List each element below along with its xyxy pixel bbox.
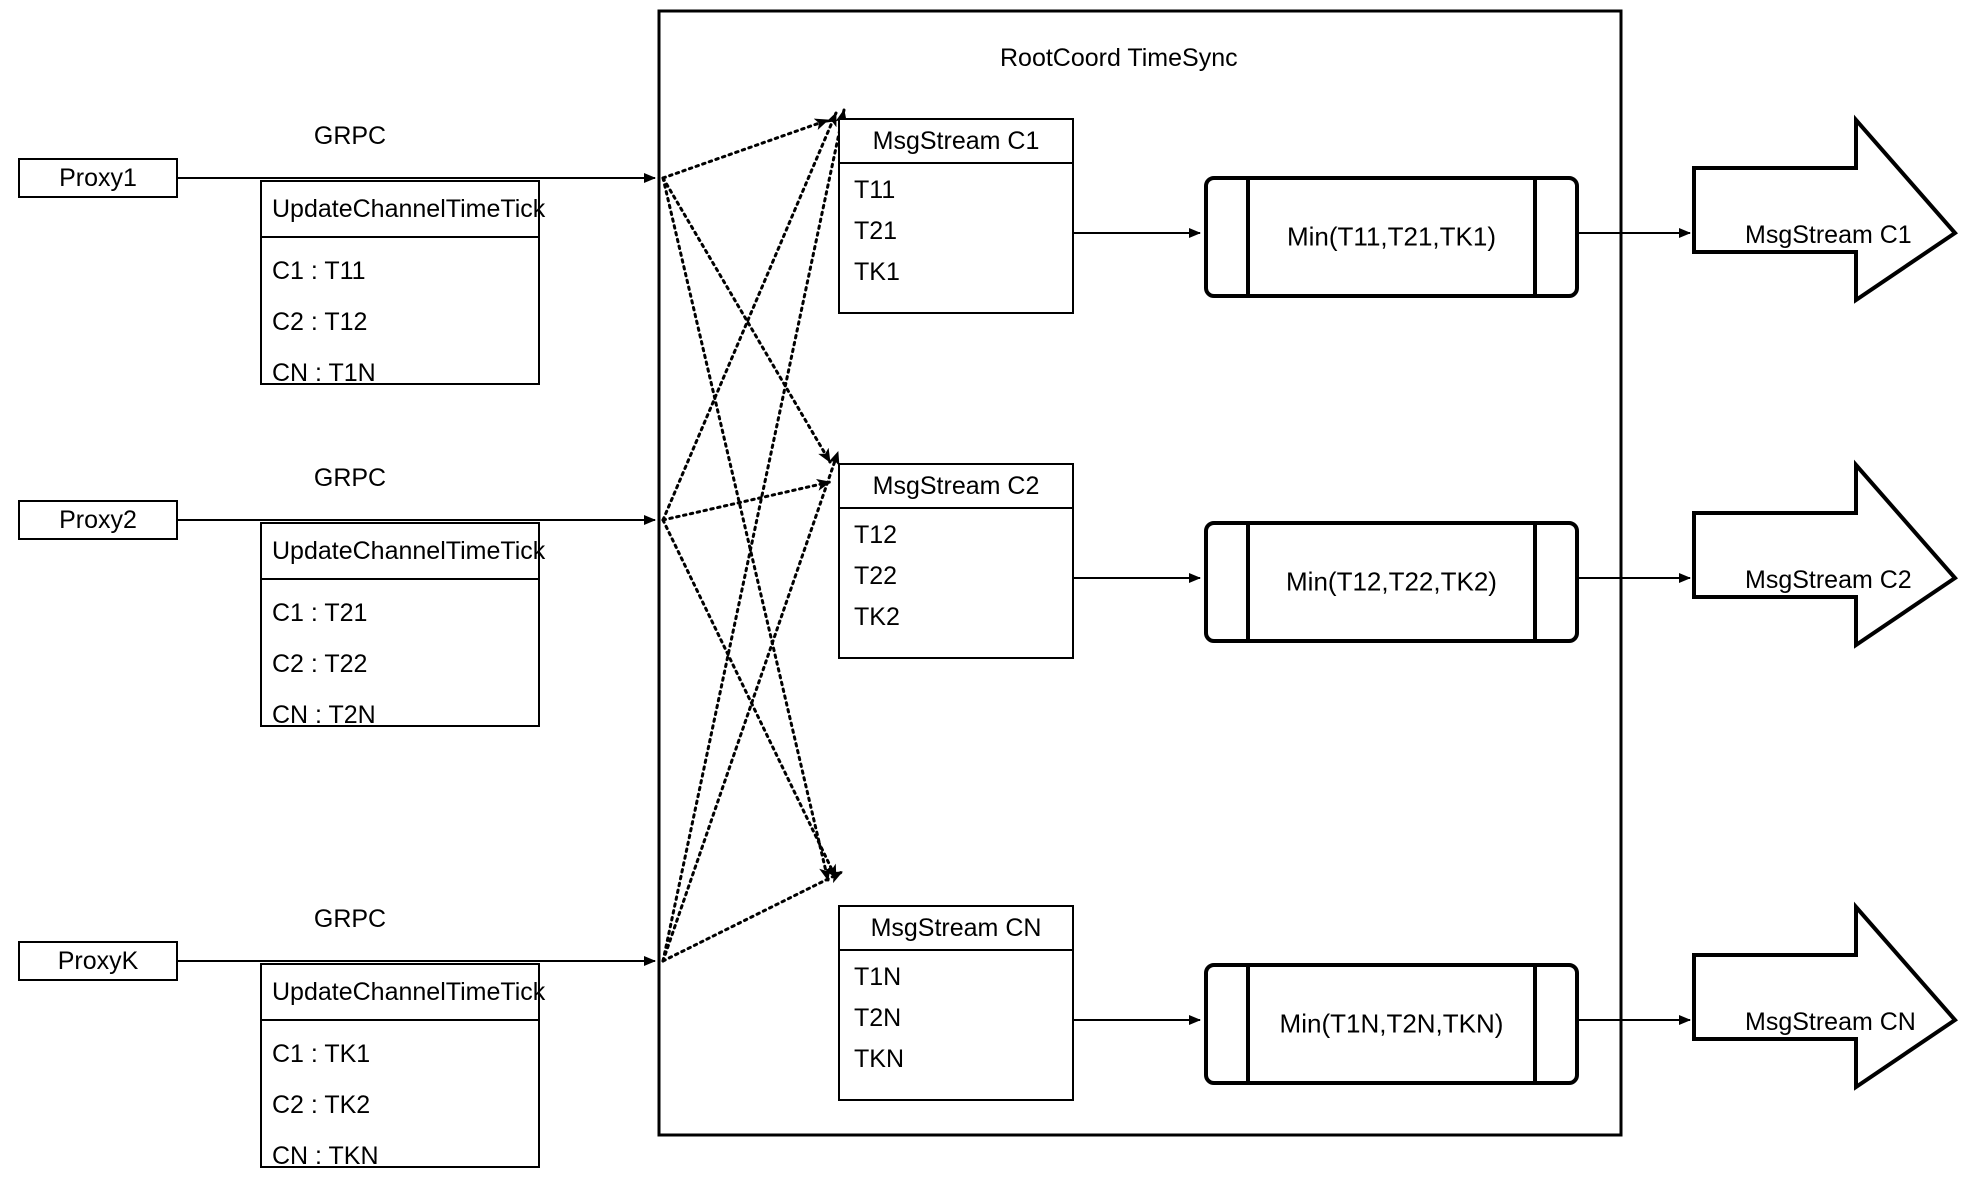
- process-left-bar: [1246, 180, 1250, 294]
- request-row: C1 : T11: [272, 257, 366, 285]
- msgstream-row: TKN: [854, 1045, 904, 1073]
- update-channel-timetick-table-1: UpdateChannelTimeTick C1 : T11 C2 : T12 …: [260, 180, 545, 387]
- process-right-bar: [1533, 967, 1537, 1081]
- request-rows-2: C1 : T21 C2 : T22 CN : T2N: [262, 580, 538, 741]
- request-rows-1: C1 : T11 C2 : T12 CN : T1N: [262, 238, 538, 399]
- dotted-p2-cn: [661, 518, 838, 880]
- dotted-pk-c2: [661, 450, 840, 963]
- grpc-link-label-2: GRPC: [313, 464, 387, 492]
- container-title: RootCoord TimeSync: [1000, 44, 1238, 72]
- msgstream-title-c1: MsgStream C1: [840, 120, 1072, 164]
- msgstream-row: TK2: [854, 603, 900, 631]
- output-block-arrow-c1: [1692, 114, 1958, 304]
- msgstream-rows-c1: T11 T21 TK1: [840, 164, 1072, 293]
- request-title-1: UpdateChannelTimeTick: [262, 182, 545, 238]
- process-right-bar: [1533, 180, 1537, 294]
- request-rows-3: C1 : TK1 C2 : TK2 CN : TKN: [262, 1021, 538, 1182]
- request-row: CN : T1N: [272, 359, 376, 387]
- min-process-c1: Min(T11,T21,TK1): [1204, 176, 1579, 298]
- msgstream-row: T12: [854, 521, 898, 549]
- request-row: CN : TKN: [272, 1142, 379, 1170]
- request-row: C2 : TK2: [272, 1091, 371, 1119]
- msgstream-rows-c2: T12 T22 TK2: [840, 509, 1072, 638]
- min-process-label-cn: Min(T1N,T2N,TKN): [1279, 1008, 1504, 1039]
- msgstream-row: TK1: [854, 258, 900, 286]
- request-title-2: UpdateChannelTimeTick: [262, 524, 545, 580]
- output-label-c2: MsgStream C2: [1745, 566, 1912, 594]
- min-process-cn: Min(T1N,T2N,TKN): [1204, 963, 1579, 1085]
- output-label-c1: MsgStream C1: [1745, 221, 1912, 249]
- min-process-c2: Min(T12,T22,TK2): [1204, 521, 1579, 643]
- proxy-node-k[interactable]: ProxyK: [18, 941, 178, 981]
- rootcoord-timesync-container: [657, 9, 1623, 1137]
- process-right-bar: [1533, 525, 1537, 639]
- request-row: C1 : T21: [272, 599, 368, 627]
- output-block-arrow-cn: [1692, 901, 1958, 1091]
- msgstream-row: T11: [854, 176, 896, 204]
- process-left-bar: [1246, 525, 1250, 639]
- dotted-p2-c1: [661, 111, 838, 522]
- msgstream-row: T21: [854, 217, 898, 245]
- request-row: CN : T2N: [272, 701, 376, 729]
- output-block-arrow-c2: [1692, 459, 1958, 649]
- update-channel-timetick-table-3: UpdateChannelTimeTick C1 : TK1 C2 : TK2 …: [260, 963, 545, 1170]
- proxy-node-1[interactable]: Proxy1: [18, 158, 178, 198]
- grpc-link-label-1: GRPC: [313, 122, 387, 150]
- msgstream-table-c2: MsgStream C2 T12 T22 TK2: [838, 463, 1074, 659]
- output-label-cn: MsgStream CN: [1745, 1008, 1916, 1036]
- process-left-bar: [1246, 967, 1250, 1081]
- msgstream-row: T1N: [854, 963, 902, 991]
- dotted-pk-cn: [661, 870, 844, 963]
- msgstream-table-cn: MsgStream CN T1N T2N TKN: [838, 905, 1074, 1101]
- dotted-p1-c1: [661, 118, 830, 180]
- dotted-p1-cn: [661, 176, 831, 882]
- proxy-label: ProxyK: [57, 946, 139, 975]
- dotted-p2-c2: [661, 479, 832, 522]
- request-row: C2 : T12: [272, 308, 368, 336]
- update-channel-timetick-table-2: UpdateChannelTimeTick C1 : T21 C2 : T22 …: [260, 522, 545, 729]
- min-process-label-c2: Min(T12,T22,TK2): [1286, 566, 1497, 597]
- dotted-pk-c1: [661, 108, 848, 963]
- request-title-3: UpdateChannelTimeTick: [262, 965, 545, 1021]
- proxy-node-2[interactable]: Proxy2: [18, 500, 178, 540]
- msgstream-table-c1: MsgStream C1 T11 T21 TK1: [838, 118, 1074, 314]
- min-process-label-c1: Min(T11,T21,TK1): [1286, 221, 1496, 252]
- msgstream-title-cn: MsgStream CN: [840, 907, 1072, 951]
- msgstream-row: T2N: [854, 1004, 902, 1032]
- msgstream-rows-cn: T1N T2N TKN: [840, 951, 1072, 1080]
- proxy-label: Proxy2: [59, 505, 137, 534]
- request-row: C1 : TK1: [272, 1040, 371, 1068]
- grpc-link-label-3: GRPC: [313, 905, 387, 933]
- msgstream-row: T22: [854, 562, 898, 590]
- request-row: C2 : T22: [272, 650, 368, 678]
- proxy-label: Proxy1: [59, 163, 137, 192]
- msgstream-title-c2: MsgStream C2: [840, 465, 1072, 509]
